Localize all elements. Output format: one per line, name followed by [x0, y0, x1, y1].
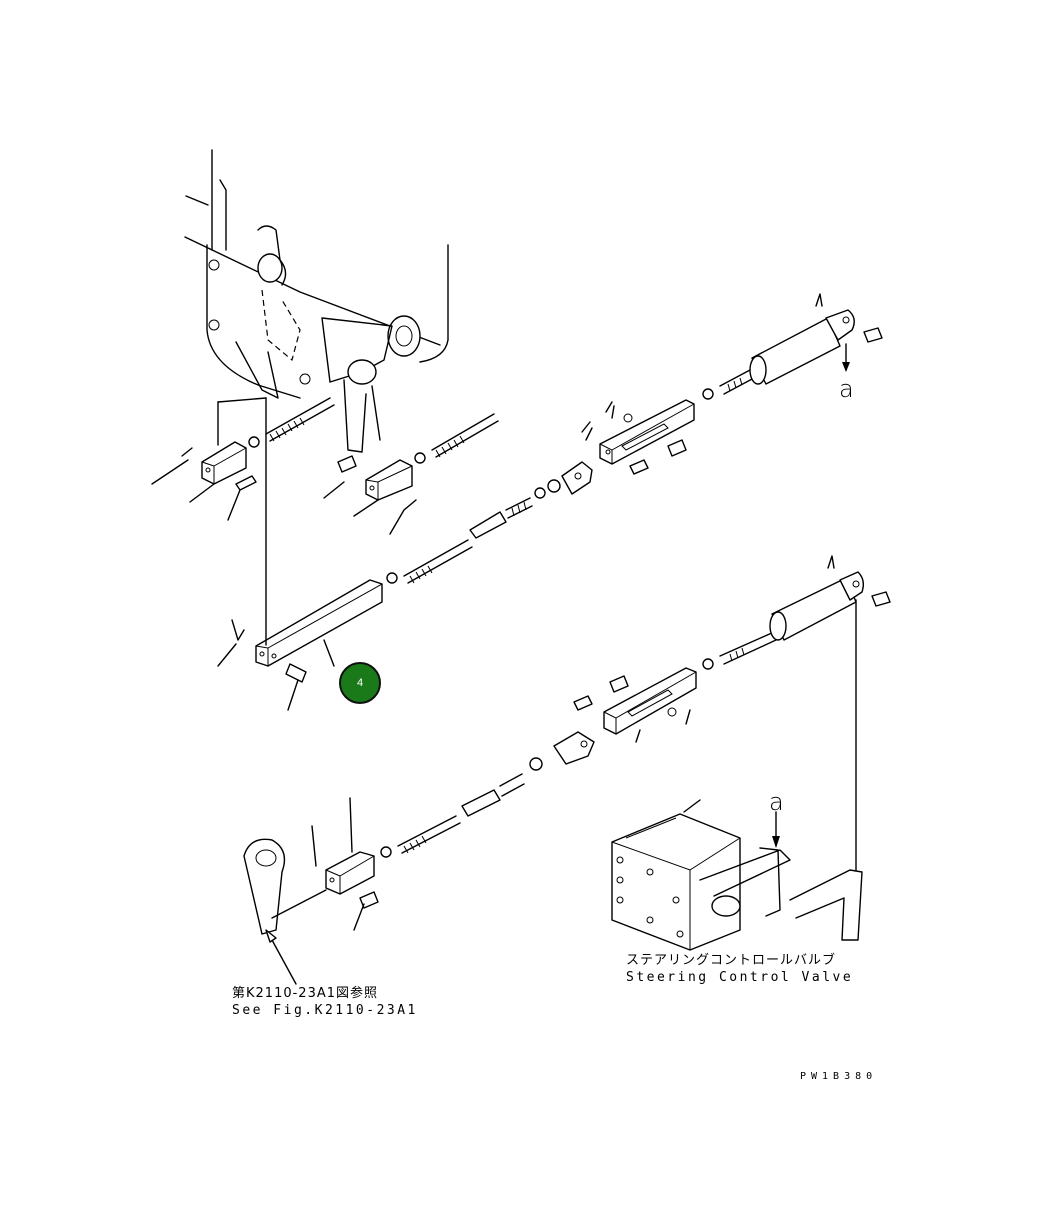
arrow-a-bottom: [772, 811, 780, 848]
center-connecting-rod: [386, 461, 593, 584]
arrow-tag-bottom: a: [769, 788, 784, 816]
upper-cylinder: [719, 293, 883, 395]
left-rod-assembly-upper: [151, 397, 335, 521]
reference-label-en: See Fig.K2110-23A1: [232, 1003, 418, 1018]
valve-label-en: Steering Control Valve: [626, 970, 854, 985]
steering-control-valve: [611, 799, 863, 951]
reference-label-jp: 第K2110-23A1図参照: [232, 986, 379, 1001]
lower-left-rod-assembly: [243, 797, 461, 985]
upper-slotted-link: [581, 388, 714, 475]
long-lever: [217, 397, 383, 711]
lower-slotted-link: [461, 658, 714, 817]
drawing-code: PW1B380: [800, 1071, 878, 1082]
part-callout-marker[interactable]: 4: [339, 662, 381, 704]
middle-rod-assembly-upper: [323, 413, 499, 535]
lower-cylinder: [719, 555, 891, 871]
arrow-tag-top: a: [839, 375, 854, 403]
upper-bracket-assembly: [184, 149, 449, 453]
arrow-a-top: [842, 343, 850, 372]
valve-label-jp: ステアリングコントロールバルブ: [626, 953, 837, 968]
